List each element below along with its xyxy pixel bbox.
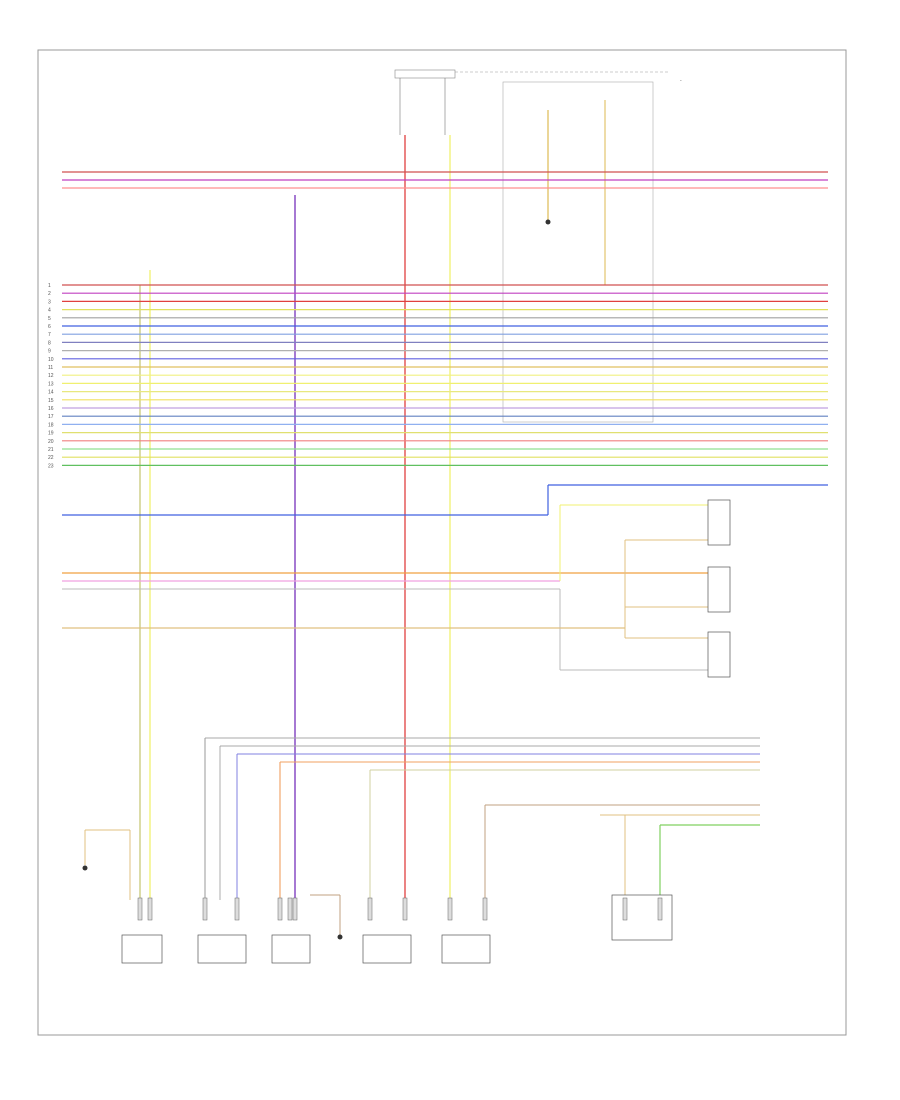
- svg-text:-: -: [680, 78, 682, 84]
- connector-plugs: [137, 897, 663, 921]
- connector-plug-6: [287, 897, 293, 921]
- row-label-22: 22: [48, 455, 54, 461]
- component-box-4: [362, 934, 412, 964]
- left-sensor: [82, 829, 131, 900]
- top-junction-block: -: [394, 69, 682, 423]
- row-label-10: 10: [48, 357, 54, 363]
- row-label-2: 2: [48, 291, 51, 297]
- row-label-18: 18: [48, 422, 54, 428]
- row-label-20: 20: [48, 439, 54, 445]
- row-label-4: 4: [48, 308, 51, 314]
- connector-plug-2: [147, 897, 153, 921]
- right-modules: [62, 484, 828, 678]
- row-label-23: 23: [48, 463, 54, 469]
- row-label-15: 15: [48, 398, 54, 404]
- row-label-7: 7: [48, 332, 51, 338]
- row-label-6: 6: [48, 324, 51, 330]
- connector-plug-8: [367, 897, 373, 921]
- row-label-14: 14: [48, 390, 54, 396]
- row-label-21: 21: [48, 447, 54, 453]
- connector-plug-7: [292, 897, 298, 921]
- component-box-5: [441, 934, 491, 964]
- module-box-2: [707, 566, 731, 613]
- connector-plug-5: [277, 897, 283, 921]
- connector-plug-11: [482, 897, 488, 921]
- component-box-1: [121, 934, 163, 964]
- diagram-frame: [37, 49, 847, 1036]
- middle-bus-wires: [62, 284, 828, 466]
- row-label-3: 3: [48, 299, 51, 305]
- connector-plug-9: [402, 897, 408, 921]
- component-box-3: [271, 934, 311, 964]
- bottom-components: [121, 894, 491, 964]
- row-label-13: 13: [48, 381, 54, 387]
- connector-plug-1: [137, 897, 143, 921]
- row-label-19: 19: [48, 431, 54, 437]
- connector-plug-12: [622, 897, 628, 921]
- connector-plug-3: [202, 897, 208, 921]
- row-label-1: 1: [48, 283, 51, 289]
- row-label-16: 16: [48, 406, 54, 412]
- module-box-1: [707, 499, 731, 546]
- row-label-5: 5: [48, 316, 51, 322]
- row-label-12: 12: [48, 373, 54, 379]
- row-label-11: 11: [48, 365, 53, 371]
- row-label-8: 8: [48, 340, 51, 346]
- connector-plug-10: [447, 897, 453, 921]
- row-label-9: 9: [48, 349, 51, 355]
- row-label-17: 17: [48, 414, 54, 420]
- component-box-2: [197, 934, 247, 964]
- module-box-3: [707, 631, 731, 678]
- connector-plug-13: [657, 897, 663, 921]
- connector-plug-4: [234, 897, 240, 921]
- top-bus-wires: [62, 171, 828, 189]
